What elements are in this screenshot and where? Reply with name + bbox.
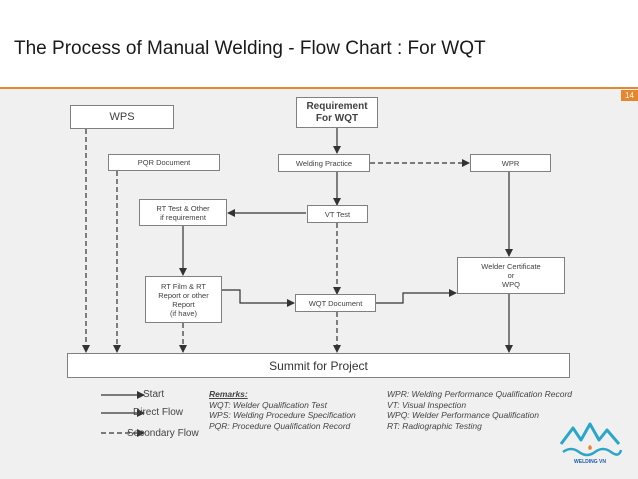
remark-wqt: WQT: Welder Qualification Test: [209, 399, 327, 410]
wpr-box: WPR: [470, 154, 551, 172]
summit-box: Summit for Project: [67, 353, 570, 378]
remarks-left: Remarks: WQT: Welder Qualification Test …: [209, 389, 356, 431]
rt-film-box: RT Film & RT Report or other Report (if …: [145, 276, 222, 323]
arrow-wqt-to-certificate: [376, 289, 457, 304]
logo-text: WELDING VN: [574, 459, 606, 465]
legend-secondary-flow-label: Secondary Flow: [127, 428, 199, 439]
wave-logo-icon: [559, 422, 623, 457]
remark-wpq: WPQ: Welder Performance Qualification: [387, 410, 539, 420]
pqr-document-box: PQR Document: [108, 154, 220, 171]
remark-vt: VT: Visual Inspection: [387, 399, 467, 410]
page-title: The Process of Manual Welding - Flow Cha…: [14, 38, 486, 59]
remarks-right: WPR: Welding Performance Qualification R…: [387, 389, 572, 431]
remarks-heading: Remarks:: [209, 389, 248, 399]
page-number-badge: 14: [621, 90, 638, 101]
welder-certificate-box: Welder Certificate or WPQ: [457, 257, 565, 294]
vt-test-box: VT Test: [307, 205, 368, 223]
requirement-box: Requirement For WQT: [296, 97, 378, 128]
remark-wpr: WPR: Welding Performance Qualification R…: [387, 389, 573, 399]
title-divider: [0, 87, 638, 89]
legend-direct-flow-label: Direct Flow: [133, 407, 184, 418]
wqt-document-box: WQT Document: [295, 294, 376, 312]
legend-start-label: Start: [143, 389, 165, 400]
welding-practice-box: Welding Practice: [278, 154, 370, 172]
remark-pqr: PQR: Procedure Qualification Record: [209, 420, 351, 431]
remark-wps: WPS: Welding Procedure Specification: [209, 410, 356, 420]
arrow-film-to-wqt: [222, 289, 295, 307]
remark-rt: RT: Radiographic Testing: [387, 420, 482, 431]
wps-box: WPS: [70, 105, 174, 129]
rt-test-box: RT Test & Other if requirement: [139, 199, 227, 226]
